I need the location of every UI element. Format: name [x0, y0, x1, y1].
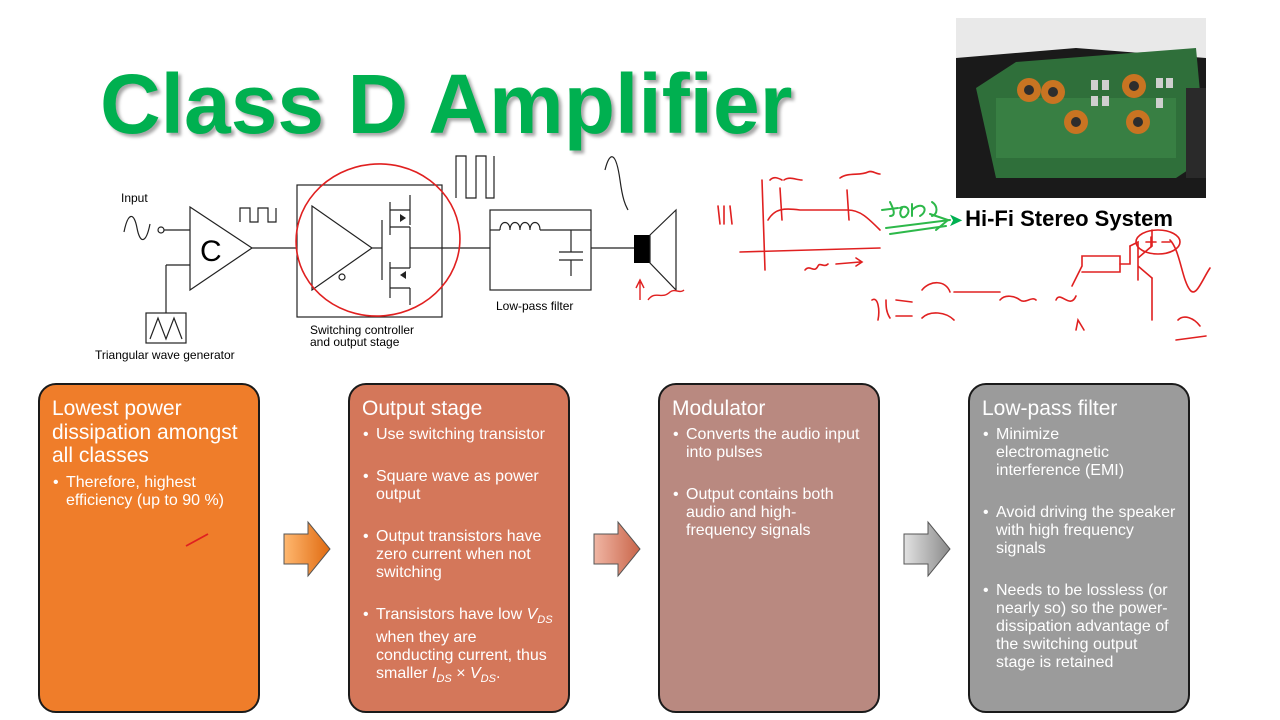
handwritten-underline-annotation — [185, 533, 209, 547]
card-bullet: Needs to be lossless (or nearly so) so t… — [983, 582, 1176, 672]
card-low-pass-filter: Low-pass filter Minimize electromagnetic… — [968, 383, 1190, 713]
card-bullet: Minimize electromagnetic interference (E… — [983, 426, 1176, 480]
driver-triangle — [311, 204, 374, 292]
triangular-wave-generator — [145, 312, 187, 344]
card-bullet: Avoid driving the speaker with high freq… — [983, 504, 1176, 558]
chevron-arrow-icon-2 — [593, 520, 641, 578]
output-sine-icon — [604, 156, 629, 211]
speaker-icon — [634, 235, 650, 263]
card-power-dissipation: Lowest power dissipation amongst all cla… — [38, 383, 260, 713]
card-modulator: Modulator Converts the audio input into … — [658, 383, 880, 713]
comparator-triangle — [189, 205, 254, 292]
switching-stage-label-2: and output stage — [310, 335, 400, 349]
input-sine-icon — [123, 215, 151, 241]
switching-stage-box — [296, 184, 443, 318]
handwritten-load-annotation — [635, 278, 685, 301]
card-title: Lowest power dissipation amongst all cla… — [52, 397, 238, 467]
card-bullet: Converts the audio input into pulses — [673, 426, 866, 462]
square-wave-icon-2 — [455, 155, 495, 199]
card-title: Low-pass filter — [982, 397, 1118, 420]
chevron-arrow-icon-1 — [283, 520, 331, 578]
handwritten-circle-annotation — [295, 163, 461, 317]
input-label: Input — [121, 191, 148, 205]
low-pass-filter-box — [489, 209, 592, 291]
inductor-icon — [499, 221, 541, 231]
square-wave-icon-1 — [239, 207, 277, 223]
handwritten-annotations — [717, 170, 1211, 341]
card-bullet: Square wave as power output — [363, 468, 556, 504]
arrow-bullet-icon: ➤ — [948, 210, 964, 230]
card-bullet-vds: Transistors have low VDS when they are c… — [363, 606, 556, 688]
photo-caption: ➤Hi-Fi Stereo System — [948, 206, 1173, 231]
card-bullet: Output transistors have zero current whe… — [363, 528, 556, 582]
card-bullet: Therefore, highest efficiency (up to 90 … — [53, 474, 246, 510]
slide-title: Class D Amplifier — [100, 57, 793, 151]
card-bullet: Output contains both audio and high-freq… — [673, 486, 866, 540]
amplifier-board-photo — [956, 18, 1206, 198]
switching-stage-label-1: Switching controller — [310, 323, 414, 337]
comparator-label: C — [200, 235, 222, 268]
chevron-arrow-icon-3 — [903, 520, 951, 578]
card-bullet: Use switching transistor — [363, 426, 556, 444]
input-node — [157, 226, 165, 234]
class-d-block-diagram: Input C Triangular wave generator Switch… — [95, 155, 685, 362]
triangular-wave-generator-label: Triangular wave generator — [95, 348, 235, 362]
low-pass-filter-label: Low-pass filter — [496, 299, 573, 313]
card-title: Output stage — [362, 397, 483, 420]
card-title: Modulator — [672, 397, 766, 420]
card-output-stage: Output stage Use switching transistor Sq… — [348, 383, 570, 713]
triangle-wave-icon — [149, 316, 183, 341]
